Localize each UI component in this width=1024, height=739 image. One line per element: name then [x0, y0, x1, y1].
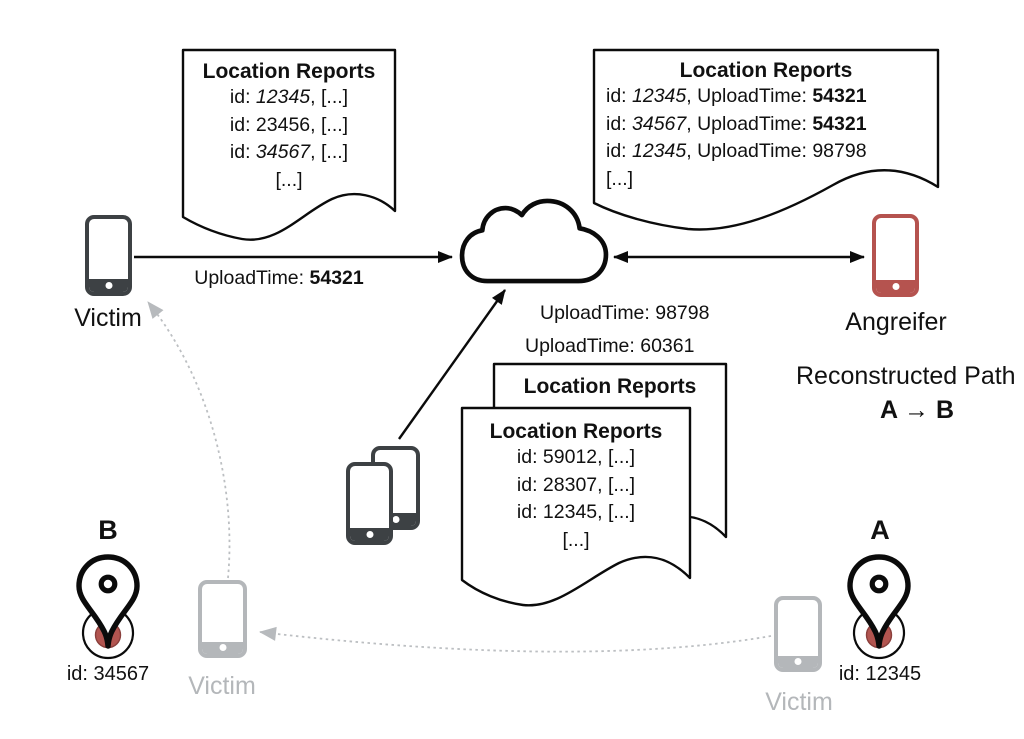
text-segment: 54321 [812, 85, 867, 107]
text-segment: , UploadTime: [686, 112, 813, 135]
location-reports-doc-top-left: Location Reports id: 12345, [...]id: 234… [181, 48, 397, 264]
text-segment: 34567 [255, 141, 311, 163]
text-segment: id: 12345, [...] [516, 501, 636, 523]
id-a-label: id: 12345 [838, 663, 922, 685]
path-a-to-b-label: A → B [879, 396, 955, 424]
victim-left-label: Victim [74, 304, 142, 332]
text-segment: id: 28307, [...] [516, 473, 636, 496]
text-segment: id: [606, 85, 633, 107]
attacker-label: Angreifer [845, 308, 947, 336]
doc-title: Location Reports [523, 375, 697, 398]
reconstructed-path-label: Reconstructed Path [796, 362, 1016, 390]
victim-phone-a-icon [774, 596, 822, 672]
attacker-phone-icon [872, 214, 919, 297]
id-b-label: id: 34567 [66, 663, 150, 685]
text-segment: , UploadTime: [686, 85, 813, 107]
text-segment: 54321 [812, 112, 867, 135]
victim-phone-icon [85, 215, 132, 296]
doc-title: Location Reports [202, 60, 376, 83]
doc-line: id: 28307, [...] [461, 472, 691, 500]
doc-title: Location Reports [489, 420, 663, 443]
text-segment: id: 23456, [...] [229, 113, 349, 136]
doc-line: id: 12345, UploadTime: 54321 [593, 83, 939, 111]
doc-lines: id: 59012, [...] id: 28307, [...] id: 1234… [461, 444, 691, 554]
location-reports-doc-top-right: Location Reports id: 12345, UploadTime: … [592, 48, 940, 249]
upload-time-main-label: UploadTime: 54321 [183, 267, 375, 290]
doc-line: id: 59012, [...] [461, 444, 691, 472]
map-pin-a-icon [847, 554, 911, 660]
text-segment: id: [606, 112, 633, 135]
text-segment: 54321 [309, 267, 364, 289]
victim-a-label: Victim [765, 688, 833, 716]
text-segment: 34567 [632, 112, 687, 135]
doc-line: [...] [461, 527, 691, 555]
finder-phone-front-icon [346, 462, 393, 545]
text-segment: id: [229, 86, 256, 108]
text-segment: , [...] [310, 141, 349, 163]
doc-line: id: 34567, [...] [182, 139, 396, 167]
dotted-path-a-to-b [259, 626, 772, 653]
victim-b-label: Victim [188, 672, 256, 700]
dotted-path-b-to-victim [147, 301, 231, 579]
text-segment: id: 59012, [...] [516, 446, 636, 468]
text-segment: [...] [275, 168, 303, 191]
doc-lines: id: 12345, [...]id: 23456, [...]id: 3456… [182, 84, 396, 194]
location-reports-doc-center-front: Location Reports id: 59012, [...] id: 283… [460, 406, 692, 617]
cloud-server-icon [459, 198, 609, 284]
doc-line: id: 34567, UploadTime: 54321 [593, 111, 939, 139]
upload-time-60361-label: UploadTime: 60361 [525, 335, 695, 357]
text-segment: [...] [606, 167, 634, 190]
arrow-finders-to-cloud [398, 289, 506, 440]
text-segment: [...] [562, 528, 590, 551]
doc-line: [...] [182, 167, 396, 195]
text-segment: 12345 [255, 86, 311, 108]
doc-sheet-outline [181, 48, 397, 241]
doc-line: id: 23456, [...] [182, 112, 396, 140]
point-a-label: A [870, 515, 890, 545]
doc-sheet-outline [592, 48, 940, 231]
victim-phone-b-icon [198, 580, 247, 658]
doc-line: id: 12345, UploadTime: 98798 [593, 138, 939, 166]
map-pin-b-icon [76, 554, 140, 660]
text-segment: id: [229, 141, 256, 163]
text-segment: , [...] [310, 86, 349, 108]
doc-title: Location Reports [679, 59, 853, 82]
point-b-label: B [98, 515, 118, 545]
text-segment: id: [606, 140, 633, 162]
text-segment: 12345 [632, 140, 687, 162]
doc-line: id: 12345, [...] [182, 84, 396, 112]
text-segment: , UploadTime: 98798 [686, 140, 867, 162]
doc-sheet-outline [460, 406, 692, 607]
text-segment: 12345 [632, 85, 687, 107]
doc-line: id: 12345, [...] [461, 499, 691, 527]
doc-line: [...] [593, 166, 939, 194]
text-segment: UploadTime: [194, 267, 310, 289]
upload-time-98798-label: UploadTime: 98798 [540, 302, 710, 324]
